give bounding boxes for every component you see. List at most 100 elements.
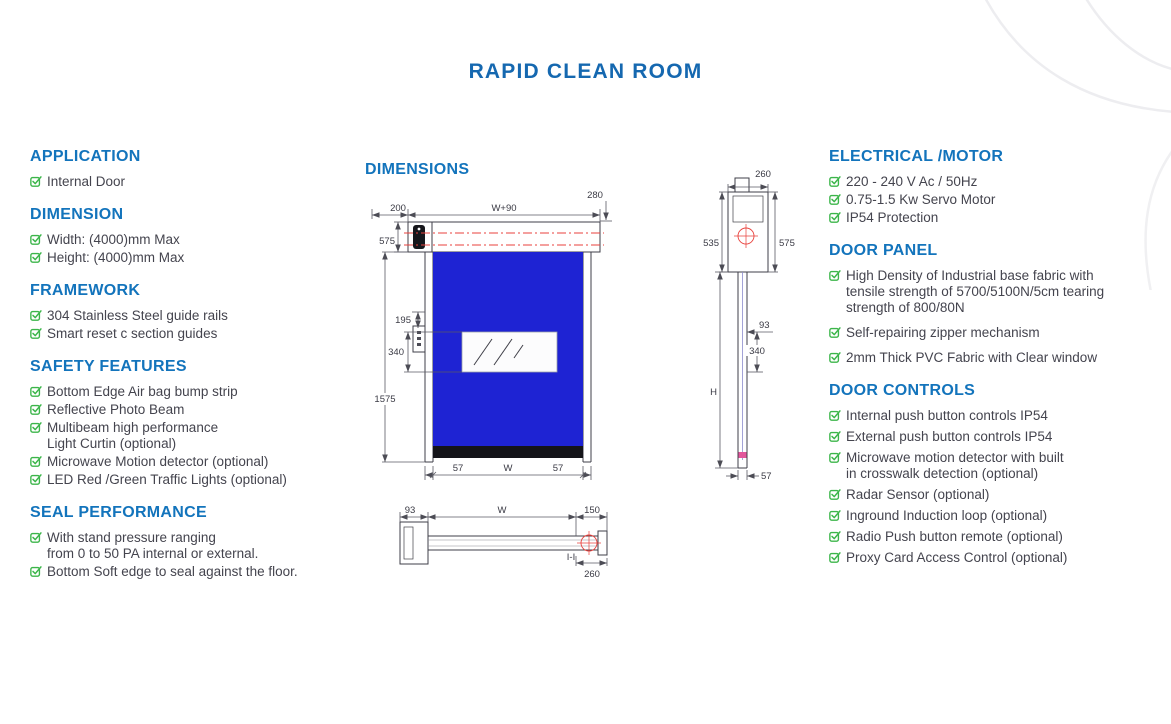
spec-item: Internal push button controls IP54 (829, 408, 1165, 424)
dim-label: 535 (703, 238, 719, 249)
side-view-drawing: 260 535 575 93 340 H 57 (703, 169, 795, 482)
check-icon (829, 551, 841, 566)
spec-text: Internal Door (47, 174, 126, 189)
dim-label: 93 (405, 505, 416, 516)
spec-text: 304 Stainless Steel guide rails (47, 308, 228, 323)
section-heading: SAFETY FEATURES (30, 358, 187, 375)
spec-item: LED Red /Green Traffic Lights (optional) (30, 472, 342, 488)
spec-text: Width: (4000)mm Max (47, 232, 180, 247)
check-icon (30, 565, 42, 580)
dim-label: 200 (390, 203, 406, 214)
section-safety-features: SAFETY FEATURES Bottom Edge Air bag bump… (30, 358, 342, 488)
check-icon (30, 251, 42, 266)
plan-profile (399, 521, 608, 565)
section-heading: DIMENSION (30, 206, 124, 223)
spec-text: Inground Induction loop (optional) (846, 508, 1048, 523)
spec-item: 220 - 240 V Ac / 50Hz (829, 174, 1165, 190)
check-icon (30, 327, 42, 342)
dim-label: 260 (755, 169, 771, 180)
dim-label: 150 (584, 505, 600, 516)
section-seal-performance: SEAL PERFORMANCE With stand pressure ran… (30, 504, 342, 580)
side-dimension-lines (715, 184, 778, 480)
clear-window (461, 331, 558, 373)
dim-label: 575 (779, 238, 795, 249)
plan-view-drawing: 93 W 150 I-I 260 (399, 505, 608, 580)
check-icon (829, 175, 841, 190)
spec-text: Proxy Card Access Control (optional) (846, 550, 1068, 565)
section-mark-label: I-I (567, 552, 575, 563)
spec-item: Internal Door (30, 174, 342, 190)
spec-item: Bottom Soft edge to seal against the flo… (30, 564, 342, 580)
dim-label: 260 (584, 569, 600, 580)
spec-text: Microwave motion detector with built in … (846, 450, 1064, 481)
section-framework: FRAMEWORK 304 Stainless Steel guide rail… (30, 282, 342, 342)
dim-label: W (498, 505, 507, 516)
spec-item: Bottom Edge Air bag bump strip (30, 384, 342, 400)
section-heading: DOOR PANEL (829, 242, 938, 259)
check-icon (30, 531, 42, 562)
header-box (404, 221, 604, 253)
dim-label: 340 (749, 346, 765, 357)
spec-item: Inground Induction loop (optional) (829, 508, 1165, 524)
spec-item: High Density of Industrial base fabric w… (829, 268, 1165, 316)
spec-text: Reflective Photo Beam (47, 402, 185, 417)
section-application: APPLICATION Internal Door (30, 148, 342, 190)
spec-text: Radio Push button remote (optional) (846, 529, 1063, 544)
check-icon (30, 309, 42, 324)
spec-item: Radar Sensor (optional) (829, 487, 1165, 503)
dim-label: 340 (388, 347, 404, 358)
dim-label: 575 (379, 236, 395, 247)
spec-text: Microwave Motion detector (optional) (47, 454, 269, 469)
spec-item: Smart reset c section guides (30, 326, 342, 342)
check-icon (30, 233, 42, 248)
spec-text: Self-repairing zipper mechanism (846, 325, 1040, 340)
spec-item: Self-repairing zipper mechanism (829, 325, 1165, 341)
right-column: ELECTRICAL /MOTOR 220 - 240 V Ac / 50Hz … (829, 148, 1165, 582)
section-heading: SEAL PERFORMANCE (30, 504, 207, 521)
check-icon (829, 326, 841, 341)
check-icon (829, 509, 841, 524)
check-icon (829, 488, 841, 503)
check-icon (829, 211, 841, 226)
dim-label: H (710, 387, 717, 398)
spec-text: Smart reset c section guides (47, 326, 218, 341)
spec-text: High Density of Industrial base fabric w… (846, 268, 1105, 315)
spec-text: Bottom Soft edge to seal against the flo… (47, 564, 298, 579)
spec-item: External push button controls IP54 (829, 429, 1165, 445)
dimensions-heading: DIMENSIONS (365, 161, 470, 178)
check-icon (829, 269, 841, 316)
check-icon (829, 451, 841, 482)
spec-item: 2mm Thick PVC Fabric with Clear window (829, 350, 1165, 366)
spec-item: Microwave Motion detector (optional) (30, 454, 342, 470)
spec-item: 304 Stainless Steel guide rails (30, 308, 342, 324)
spec-text: External push button controls IP54 (846, 429, 1053, 444)
front-dimension-lines (371, 201, 612, 480)
dim-label: W+90 (491, 203, 516, 214)
dim-label: 57 (761, 471, 772, 482)
section-door-panel: DOOR PANEL High Density of Industrial ba… (829, 242, 1165, 366)
spec-text: Internal push button controls IP54 (846, 408, 1048, 423)
section-heading: FRAMEWORK (30, 282, 141, 299)
spec-item: Width: (4000)mm Max (30, 232, 342, 248)
spec-text: LED Red /Green Traffic Lights (optional) (47, 472, 287, 487)
check-icon (829, 530, 841, 545)
plan-dimension-lines (399, 512, 608, 566)
door-body (412, 252, 592, 463)
spec-text: Bottom Edge Air bag bump strip (47, 384, 238, 399)
front-dimension-labels: 200 W+90 280 575 195 340 1575 57 W 57 (371, 190, 603, 474)
spec-item: IP54 Protection (829, 210, 1165, 226)
check-icon (30, 455, 42, 470)
plan-dimension-labels: 93 W 150 I-I 260 (405, 505, 600, 580)
spec-item: Multibeam high performance Light Curtin … (30, 420, 342, 452)
dim-label: 57 (453, 463, 464, 474)
front-view-drawing: 200 W+90 280 575 195 340 1575 57 W 57 (371, 190, 612, 480)
check-icon (829, 351, 841, 366)
dim-label: W (504, 463, 513, 474)
check-icon (30, 385, 42, 400)
bottom-edge-bar (433, 446, 583, 458)
dim-label: 93 (759, 320, 770, 331)
spec-item: Height: (4000)mm Max (30, 250, 342, 266)
check-icon (829, 193, 841, 208)
spec-item: With stand pressure ranging from 0 to 50… (30, 530, 342, 562)
side-profile (727, 177, 769, 469)
